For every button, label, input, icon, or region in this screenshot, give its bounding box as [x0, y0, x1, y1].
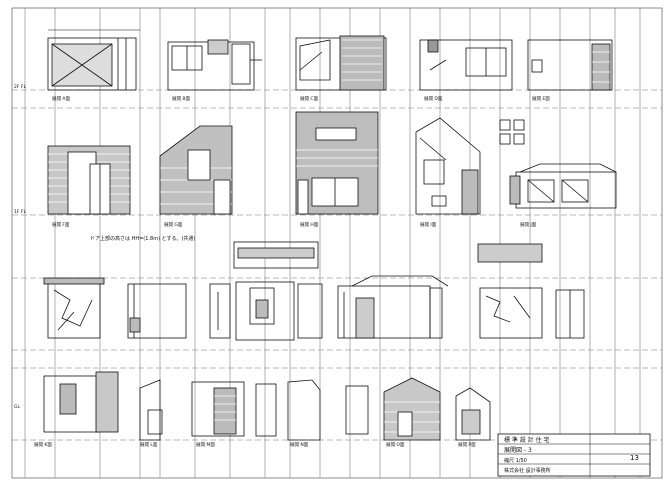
- elevation-row-3: [43, 241, 585, 341]
- note-door-height: ドア上部の高さは HH=(1.8m) とする。(共通): [90, 235, 195, 242]
- title-sheet-no: 13: [630, 454, 639, 462]
- label-r1-1: 展開 B面: [172, 96, 191, 102]
- elevation-s: [191, 381, 277, 437]
- elevation-a: [47, 29, 140, 91]
- level-mark-0: 2F FL: [14, 84, 26, 90]
- elevation-m: [209, 283, 231, 339]
- elevation-h: [295, 111, 379, 215]
- label-r4-4: 展開 O面: [386, 442, 405, 448]
- elevation-d: [419, 39, 513, 91]
- label-r2-1: 展開 G面: [164, 222, 183, 228]
- title-project: 標 準 設 計 住 宅: [504, 436, 550, 444]
- level-mark-1: 1F FL: [14, 209, 26, 215]
- elevation-r: [139, 379, 163, 441]
- label-r2-4: 展開 J面: [520, 222, 537, 228]
- title-company: 株式会社 設計事務所: [504, 467, 551, 474]
- title-block: 標 準 設 計 住 宅 展開図 - 3 縮尺 1/50 株式会社 設計事務所 1…: [497, 433, 651, 477]
- elevation-u: [383, 377, 441, 441]
- elevation-t: [287, 379, 369, 441]
- elevation-row-4: [43, 371, 491, 441]
- elevation-labels: 展開 A面 展開 B面 展開 C面 展開 D面 展開 E面 展開 F面 展開 G…: [34, 96, 550, 448]
- label-r1-0: 展開 A面: [52, 96, 71, 102]
- label-r2-2: 展開 H面: [300, 222, 319, 228]
- label-r4-5: 展開 P面: [458, 442, 476, 448]
- label-r4-1: 展開 L面: [140, 442, 158, 448]
- elevation-c: [295, 35, 387, 91]
- elevation-row-1: [47, 29, 613, 91]
- elevation-o: [337, 275, 449, 339]
- elevation-k: [43, 277, 105, 339]
- title-scale: 縮尺 1/50: [504, 457, 527, 464]
- label-r1-2: 展開 C面: [300, 96, 319, 102]
- elevation-l: [127, 283, 187, 339]
- elevation-b: [167, 39, 262, 91]
- elevation-g: [159, 125, 233, 215]
- elevation-n: [233, 241, 323, 341]
- elevation-q: [43, 371, 119, 433]
- label-r2-0: 展開 F面: [52, 222, 70, 228]
- label-r1-4: 展開 E面: [532, 96, 550, 102]
- label-r2-3: 展開 I面: [420, 222, 437, 228]
- label-r4-3: 展開 N面: [290, 442, 309, 448]
- elevation-i: [415, 117, 481, 215]
- elevation-p: [477, 243, 585, 339]
- elevation-e: [527, 39, 613, 91]
- elevation-j: [499, 119, 617, 209]
- elevation-v: [455, 387, 491, 441]
- label-r4-2: 展開 M面: [196, 442, 215, 448]
- elevation-f: [47, 145, 131, 215]
- label-r1-3: 展開 D面: [424, 96, 443, 102]
- level-marks: 2F FL 1F FL GL: [14, 84, 26, 410]
- label-r4-0: 展開 K面: [34, 442, 52, 448]
- sheet-border: [11, 7, 663, 479]
- level-mark-2: GL: [14, 404, 20, 410]
- title-drawing-name: 展開図 - 3: [504, 447, 532, 454]
- elevation-row-2: [47, 111, 617, 215]
